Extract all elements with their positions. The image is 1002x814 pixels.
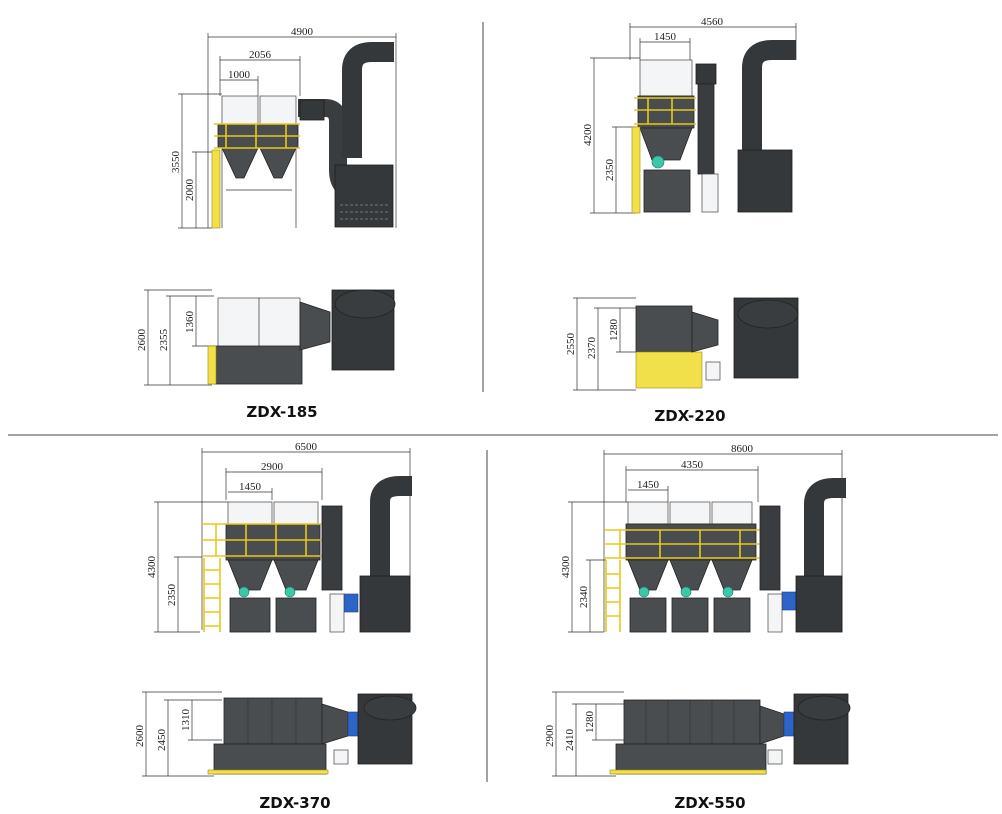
zdx185-dim-height-total: 3550 xyxy=(170,151,182,174)
zdx220-dim-width-module: 1450 xyxy=(654,31,677,43)
zdx370-dim-depth-total: 2600 xyxy=(134,725,146,748)
zdx220-top-view: 2550 2370 1280 xyxy=(565,297,799,391)
zdx370-dim-depth-module: 1310 xyxy=(180,709,192,732)
zdx185-top-view: 2600 2355 1360 xyxy=(136,289,396,386)
zdx370-top-view: 2600 2450 1310 xyxy=(134,691,417,777)
zdx550-dim-depth-mid: 2410 xyxy=(564,729,576,752)
zdx220-dim-depth-module: 1280 xyxy=(608,319,620,342)
zdx550-dim-depth-module: 1280 xyxy=(584,711,596,734)
zdx220-dim-height-total: 4200 xyxy=(582,124,594,147)
zdx370-dim-height-total: 4300 xyxy=(146,556,158,579)
zdx550-front-view: 8600 4350 1450 4300 2340 xyxy=(560,443,846,633)
zdx550-dim-height-total: 4300 xyxy=(560,556,572,579)
zdx370-dim-width-total: 6500 xyxy=(295,441,318,453)
zdx220-dim-height-platform: 2350 xyxy=(604,159,616,182)
zdx185-dim-depth-mid: 2355 xyxy=(158,329,170,352)
zdx550-dim-height-platform: 2340 xyxy=(578,586,590,609)
zdx185-dim-width-mid: 2056 xyxy=(249,49,272,61)
zdx550-caption: ZDX-550 xyxy=(674,794,745,812)
zdx370-dim-width-mid: 2900 xyxy=(261,461,284,473)
zdx550-dim-depth-total: 2900 xyxy=(544,725,556,748)
zdx185-dim-depth-module: 1360 xyxy=(184,311,196,334)
zdx185-dim-width-total: 4900 xyxy=(291,26,314,38)
zdx220-dim-depth-mid: 2370 xyxy=(586,337,598,360)
zdx185-front-view: 4900 2056 1000 3550 2000 xyxy=(170,26,397,229)
zdx185-caption: ZDX-185 xyxy=(246,403,317,421)
zdx185-dim-height-platform: 2000 xyxy=(184,179,196,202)
zdx220-dim-depth-total: 2550 xyxy=(565,333,577,356)
zdx185-dim-depth-total: 2600 xyxy=(136,329,148,352)
zdx550-dim-width-total: 8600 xyxy=(731,443,754,455)
zdx220-caption: ZDX-220 xyxy=(654,407,725,425)
zdx220-dim-width-total: 4560 xyxy=(701,16,724,28)
zdx220-front-view: 4560 1450 4200 2350 xyxy=(582,16,797,214)
zdx370-dim-depth-mid: 2450 xyxy=(156,729,168,752)
zdx185-dim-width-module: 1000 xyxy=(228,69,251,81)
zdx370-dim-width-module: 1450 xyxy=(239,481,262,493)
zdx370-caption: ZDX-370 xyxy=(259,794,330,812)
zdx550-top-view: 2900 2410 1280 xyxy=(544,691,851,777)
zdx370-dim-height-platform: 2350 xyxy=(166,584,178,607)
zdx370-front-view: 6500 2900 1450 4300 2350 xyxy=(146,441,412,633)
zdx550-dim-width-module: 1450 xyxy=(637,479,660,491)
zdx550-dim-width-mid: 4350 xyxy=(681,459,704,471)
